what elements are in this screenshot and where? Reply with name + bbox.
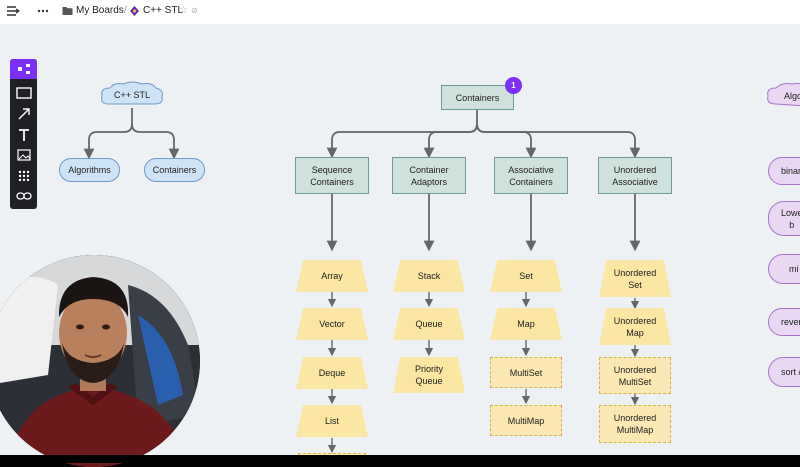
group-sequence-containers[interactable]: Sequence Containers — [295, 157, 369, 194]
mindmap-icon[interactable] — [10, 59, 37, 79]
breadcrumb-folder[interactable]: My Boards — [76, 5, 124, 16]
star-icon[interactable]: ☆ — [179, 5, 188, 16]
rectangle-icon[interactable] — [10, 83, 37, 103]
image-icon[interactable] — [10, 145, 37, 165]
item-multimap[interactable]: MultiMap — [490, 405, 562, 436]
mindmap-root[interactable]: C++ STL — [113, 90, 151, 100]
algo-item-sort[interactable]: sort / — [768, 357, 800, 387]
link-icon[interactable] — [10, 186, 37, 206]
item-multiset[interactable]: MultiSet — [490, 357, 562, 388]
cpp-stl-cloud-shape — [101, 81, 163, 105]
folder-icon — [62, 0, 73, 22]
bottom-strip — [0, 455, 800, 463]
breadcrumb-separator: / — [124, 5, 127, 16]
algo-item-min[interactable]: mi — [768, 254, 800, 284]
group-associative-containers[interactable]: Associative Containers — [494, 157, 568, 194]
top-bar: My Boards / C++ STL ☆ ⊘ — [0, 0, 800, 25]
item-list[interactable]: List — [296, 405, 368, 437]
comment-badge[interactable]: 1 — [505, 77, 522, 94]
item-deque[interactable]: Deque — [296, 357, 368, 389]
connector-lines — [83, 81, 800, 454]
algo-item-lower-bound[interactable]: Lowe b — [768, 201, 800, 236]
containers-node[interactable]: Containers — [441, 85, 514, 110]
item-unordered-multiset[interactable]: Unordered MultiSet — [599, 357, 671, 394]
item-unordered-set[interactable]: Unordered Set — [599, 260, 671, 297]
group-unordered-associative[interactable]: Unordered Associative — [598, 157, 672, 194]
board-title[interactable]: C++ STL — [143, 5, 184, 16]
menu-arrow-icon[interactable] — [6, 0, 21, 22]
algo-cloud-label[interactable]: Algo — [784, 91, 800, 101]
item-set[interactable]: Set — [490, 260, 562, 292]
mindmap-child-algorithms[interactable]: Algorithms — [59, 158, 120, 182]
status-icon[interactable]: ⊘ — [191, 6, 198, 15]
board-icon — [129, 0, 140, 22]
text-icon[interactable] — [10, 125, 37, 145]
item-unordered-map[interactable]: Unordered Map — [599, 308, 671, 345]
algo-item-binary[interactable]: binar — [768, 157, 800, 185]
item-array[interactable]: Array — [296, 260, 368, 292]
item-map[interactable]: Map — [490, 308, 562, 340]
group-container-adaptors[interactable]: Container Adaptors — [392, 157, 466, 194]
item-priority-queue[interactable]: Priority Queue — [393, 357, 465, 393]
mindmap-child-containers[interactable]: Containers — [144, 158, 205, 182]
left-toolbar — [10, 59, 37, 209]
algo-item-reverse[interactable]: rever — [768, 308, 800, 336]
item-queue[interactable]: Queue — [393, 308, 465, 340]
item-vector[interactable]: Vector — [296, 308, 368, 340]
arrow-icon[interactable] — [10, 104, 37, 124]
more-dots-icon[interactable] — [37, 0, 49, 22]
item-unordered-multimap[interactable]: Unordered MultiMap — [599, 405, 671, 443]
item-stack[interactable]: Stack — [393, 260, 465, 292]
grid-icon[interactable] — [10, 166, 37, 186]
item-next-partial[interactable] — [298, 453, 366, 455]
